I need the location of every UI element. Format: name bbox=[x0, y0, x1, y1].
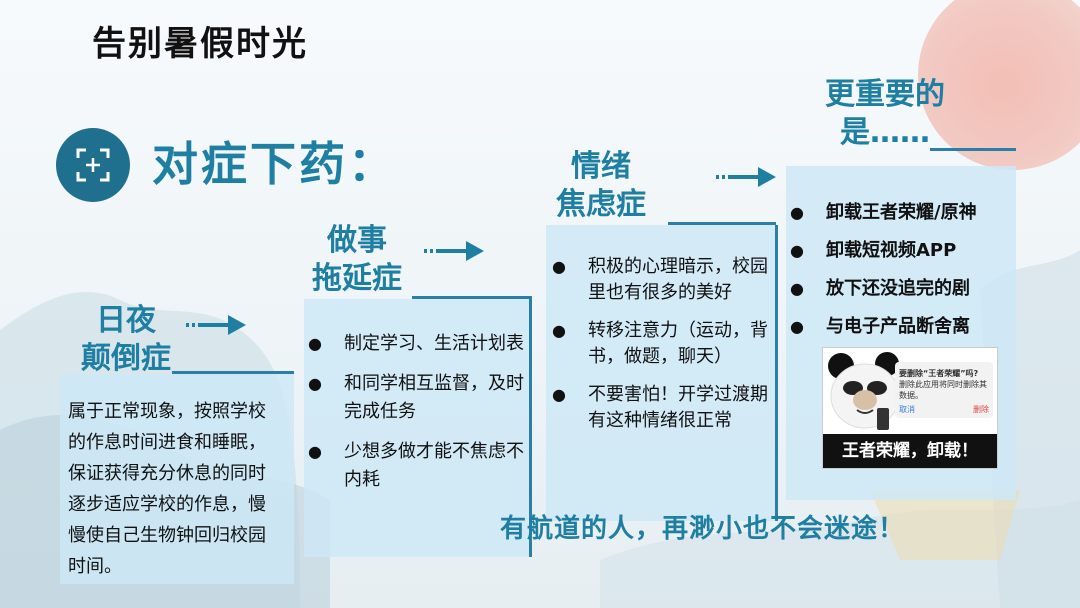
step4-title: 更重要的 是…… bbox=[800, 76, 970, 152]
list-item: 积极的心理暗示，校园里也有很多的美好 bbox=[552, 254, 774, 306]
step3-arrow-icon bbox=[716, 167, 776, 187]
dialog-title: 要删除“王者荣耀”吗? bbox=[899, 369, 979, 378]
list-item: 卸载王者荣耀/原神 bbox=[790, 200, 1016, 226]
step3-list: 积极的心理暗示，校园里也有很多的美好 转移注意力（运动，背书，做题，聊天） 不要… bbox=[552, 254, 774, 446]
list-item: 制定学习、生活计划表 bbox=[308, 330, 526, 358]
step2-arrow-icon bbox=[424, 241, 484, 261]
step2-title: 做事 拖延症 bbox=[298, 222, 416, 298]
step4-title-line2: 是…… bbox=[840, 115, 930, 150]
badge bbox=[56, 128, 130, 202]
step3-box-edge bbox=[775, 225, 778, 521]
step1-title-line1: 日夜 bbox=[96, 303, 156, 338]
motto-text: 有航道的人，再渺小也不会迷途！ bbox=[500, 514, 906, 544]
step1-box bbox=[60, 374, 294, 584]
dialog-delete-label: 删除 bbox=[973, 405, 989, 414]
meme-caption: 王者荣耀，卸载！ bbox=[823, 434, 997, 468]
list-item: 与电子产品断舍离 bbox=[790, 314, 1016, 340]
step4-list: 卸载王者荣耀/原神 卸载短视频APP 放下还没追完的剧 与电子产品断舍离 bbox=[790, 200, 1016, 352]
panda-face-icon bbox=[828, 352, 900, 430]
dialog-cancel-label: 取消 bbox=[899, 405, 915, 414]
list-item: 卸载短视频APP bbox=[790, 238, 1016, 264]
step3-title: 情绪 焦虑症 bbox=[540, 148, 662, 224]
step1-title: 日夜 颠倒症 bbox=[60, 302, 192, 378]
step2-title-line2: 拖延症 bbox=[312, 261, 402, 296]
step2-list: 制定学习、生活计划表 和同学相互监督，及时完成任务 少想多做才能不焦虑不内耗 bbox=[308, 330, 526, 506]
list-item: 放下还没追完的剧 bbox=[790, 276, 1016, 302]
delete-app-dialog: 要删除“王者荣耀”吗? 删除此应用将同时删除其数据。 取消 删除 bbox=[895, 362, 993, 418]
step1-title-line2: 颠倒症 bbox=[81, 341, 171, 376]
step3-title-line1: 情绪 bbox=[571, 149, 631, 184]
meme-image: 要删除“王者荣耀”吗? 删除此应用将同时删除其数据。 取消 删除 王者荣耀，卸载… bbox=[822, 347, 998, 469]
step4-underline bbox=[930, 148, 1016, 151]
step2-title-line1: 做事 bbox=[327, 223, 387, 258]
step2-underline bbox=[412, 296, 532, 299]
list-item: 少想多做才能不焦虑不内耗 bbox=[308, 438, 526, 494]
step1-arrow-icon bbox=[186, 315, 246, 335]
list-item: 转移注意力（运动，背书，做题，聊天） bbox=[552, 318, 774, 370]
step4-title-line1: 更重要的 bbox=[825, 77, 945, 112]
decorative-sun bbox=[918, 0, 1080, 170]
list-item: 不要害怕！开学过渡期有这种情绪很正常 bbox=[552, 382, 774, 434]
section-heading: 对症下药： bbox=[152, 137, 397, 191]
slide-title: 告别暑假时光 bbox=[92, 24, 308, 64]
step2-box-edge bbox=[529, 299, 532, 557]
focus-frame-icon bbox=[76, 148, 110, 182]
dialog-body: 删除此应用将同时删除其数据。 bbox=[899, 380, 987, 400]
step3-title-line2: 焦虑症 bbox=[556, 187, 646, 222]
list-item: 和同学相互监督，及时完成任务 bbox=[308, 370, 526, 426]
step1-underline bbox=[172, 371, 294, 374]
step3-underline bbox=[668, 222, 776, 225]
step1-description: 属于正常现象，按照学校的作息时间进食和睡眠，保证获得充分休息的同时逐步适应学校的… bbox=[68, 401, 266, 577]
